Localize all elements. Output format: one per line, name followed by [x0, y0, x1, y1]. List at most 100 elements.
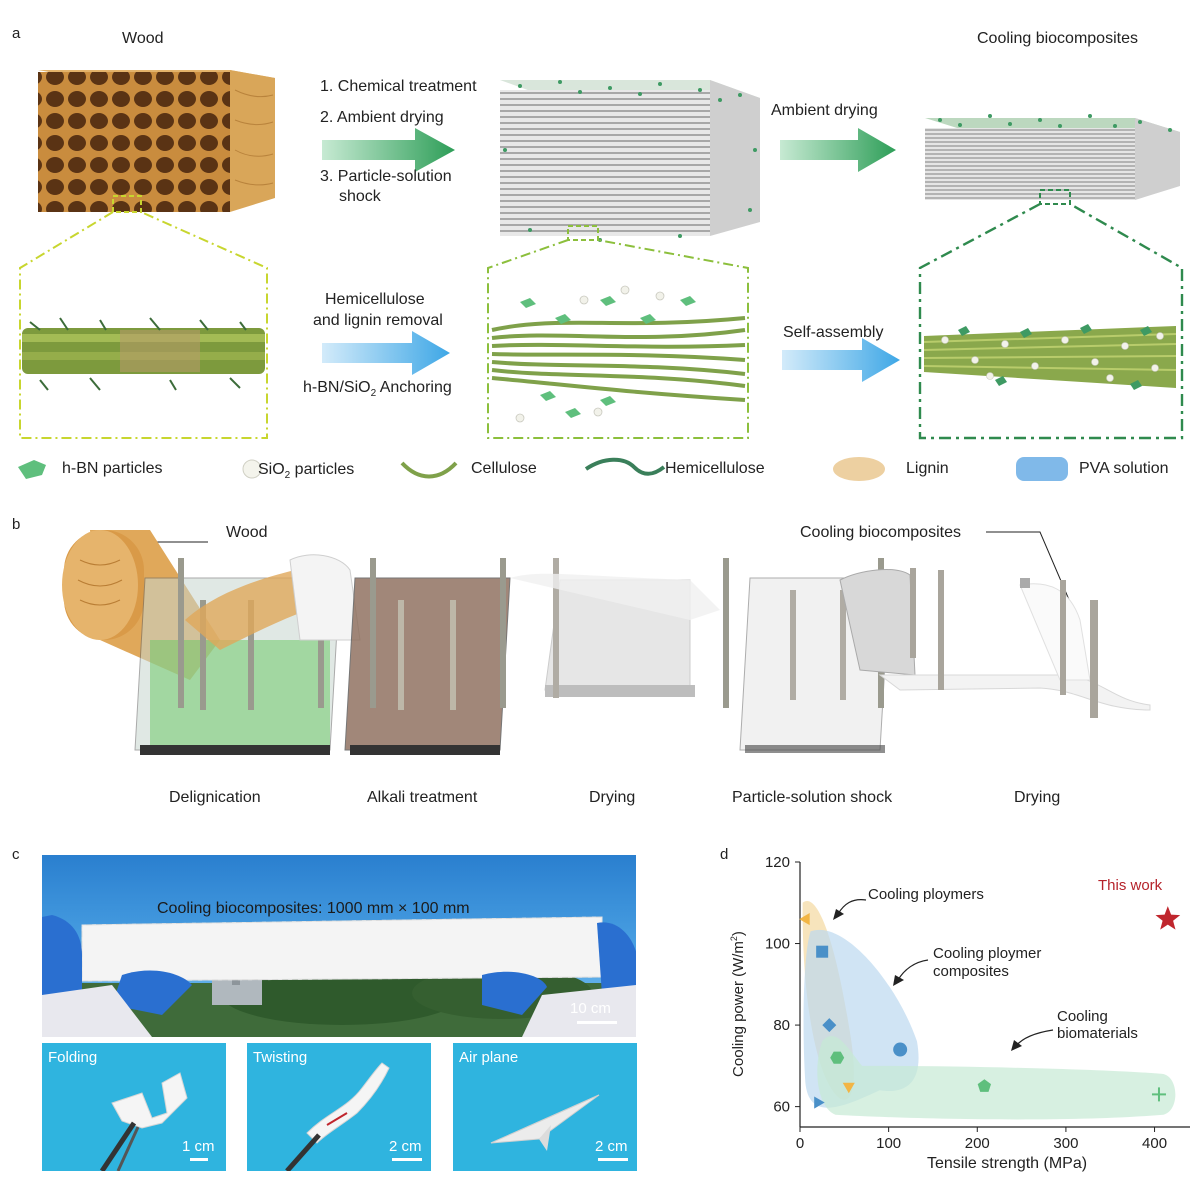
this-work-label: This work	[1098, 877, 1163, 894]
cooling-chart: 0 100 200 300 400 60 80 100 120	[765, 854, 1190, 1152]
delignified-block	[500, 80, 760, 242]
self-assembly-label: Self-assembly	[783, 324, 884, 341]
step-2-label: 2. Ambient drying	[320, 109, 444, 126]
airplane-scale-bar	[598, 1158, 628, 1161]
step-3-label: 3. Particle-solution	[320, 168, 452, 185]
twisting-scale-bar	[392, 1158, 422, 1161]
banner-dimension-text: Cooling biocomposites: 1000 mm × 100 mm	[157, 900, 470, 917]
legend-hbn-label: h-BN particles	[62, 460, 163, 477]
chart-annotations	[833, 899, 1054, 1051]
wood-fiber-bundle	[22, 317, 265, 391]
legend-lignin-label: Lignin	[906, 460, 949, 477]
delignified-zoom-frame	[487, 239, 749, 439]
point-hexagon	[830, 1051, 845, 1064]
point-diamond	[822, 1018, 837, 1033]
legend-pva-label: PVA solution	[1079, 460, 1169, 477]
biocomposite-sheet-label: Cooling biocomposites	[800, 524, 961, 541]
wood-block	[38, 70, 275, 212]
legend-sio2-label: SiO2 particles	[258, 461, 355, 482]
y-tick-label: 60	[773, 1099, 790, 1116]
annotation-composites-1: Cooling ploymer	[933, 945, 1042, 962]
step-3-label-cont: shock	[339, 188, 381, 205]
biocomposite-zoom-frame	[918, 202, 1184, 440]
legend-cellulose-label: Cellulose	[471, 460, 537, 477]
panel-c-letter: c	[12, 846, 20, 863]
point-triangle-down	[842, 1082, 855, 1094]
wood-roll-label: Wood	[226, 524, 268, 541]
biocomposite-zoom-marker	[1039, 189, 1071, 205]
point-pentagon	[977, 1079, 991, 1092]
step-drying-2-label: Drying	[1014, 789, 1061, 806]
panel-a-letter: a	[12, 25, 21, 42]
y-tick-label: 80	[773, 1017, 790, 1034]
arrow-ambient-drying	[780, 128, 896, 172]
y-tick-label: 100	[765, 936, 790, 953]
biocomposites-title: Cooling biocomposites	[977, 30, 1138, 47]
biocomposite-block	[925, 114, 1180, 200]
x-tick-label: 100	[876, 1135, 901, 1152]
point-circle	[893, 1042, 908, 1057]
point-triangle-left	[799, 913, 810, 926]
biomaterials-region	[817, 1036, 1176, 1120]
twisting-title: Twisting	[253, 1049, 308, 1066]
sio2-particles-scattered	[515, 285, 665, 423]
legend-hemicellulose-label: Hemicellulose	[665, 460, 765, 477]
banner-scale-bar	[577, 1021, 617, 1024]
panel-a-illustration	[19, 70, 1184, 440]
step-delignication-label: Delignication	[169, 789, 261, 806]
hemicellulose-removal-label-1: Hemicellulose	[325, 291, 425, 308]
airplane-scale-label: 2 cm	[595, 1138, 628, 1155]
annotation-biomaterials-1: Cooling	[1057, 1008, 1108, 1025]
step-1-label: 1. Chemical treatment	[320, 78, 477, 95]
x-tick-label: 400	[1142, 1135, 1167, 1152]
annotation-composites-2: composites	[933, 963, 1009, 980]
tank-delignification	[134, 558, 341, 755]
anchoring-label: h-BN/SiO2 Anchoring	[303, 379, 452, 400]
legend-symbols	[18, 457, 1068, 481]
wood-zoom-frame	[19, 211, 268, 439]
point-square	[816, 945, 829, 958]
arrow-treatment	[322, 128, 455, 172]
banner-scale-label: 10 cm	[570, 1000, 611, 1017]
cellulose-icon	[400, 461, 458, 479]
final-sheet	[878, 570, 1151, 718]
compact-fiber-bundle	[923, 324, 1177, 390]
x-tick-label: 200	[965, 1135, 990, 1152]
hbn-particle-icon	[18, 460, 46, 479]
tank-alkali	[344, 558, 511, 755]
x-tick-label: 0	[796, 1135, 804, 1152]
panel-b-letter: b	[12, 516, 21, 533]
airplane-title: Air plane	[459, 1049, 519, 1066]
delignified-zoom-marker	[567, 225, 599, 241]
folding-scale-bar	[190, 1158, 208, 1161]
chart-x-label: Tensile strength (MPa)	[927, 1155, 1088, 1172]
panel-d-letter: d	[720, 846, 729, 863]
y-tick-label: 120	[765, 854, 790, 871]
step-alkali-label: Alkali treatment	[367, 789, 478, 806]
point-triangle-right	[814, 1096, 825, 1109]
annotation-arrow-biomaterials	[1015, 1029, 1054, 1047]
right-glove	[597, 922, 636, 1005]
twisting-photo: Twisting 2 cm	[247, 1043, 431, 1171]
folding-title: Folding	[48, 1049, 98, 1066]
folding-scale-label: 1 cm	[182, 1138, 215, 1155]
arrow-removal	[322, 331, 450, 375]
annotation-arrow-composites	[897, 959, 929, 981]
left-glove	[42, 915, 82, 1005]
wood-zoom-marker	[112, 195, 142, 213]
sio2-particle-icon	[242, 459, 262, 479]
cellulose-fiber-bundle	[491, 316, 746, 402]
annotation-biomaterials-2: biomaterials	[1057, 1025, 1138, 1042]
banner-photo: Cooling biocomposites: 1000 mm × 100 mm …	[42, 855, 636, 1037]
airplane-photo: Air plane 2 cm	[453, 1043, 637, 1171]
annotation-arrowhead-composites	[893, 975, 904, 986]
wood-title: Wood	[122, 30, 164, 47]
x-tick-label: 300	[1053, 1135, 1078, 1152]
process-illustration	[62, 530, 1151, 755]
annotation-arrowhead-polymers	[833, 909, 844, 920]
twisting-scale-label: 2 cm	[389, 1138, 422, 1155]
ambient-drying-label: Ambient drying	[771, 102, 878, 119]
step-particle-shock-label: Particle-solution shock	[732, 789, 893, 806]
chart-points	[799, 906, 1181, 1109]
annotation-polymers: Cooling ploymers	[868, 886, 984, 903]
